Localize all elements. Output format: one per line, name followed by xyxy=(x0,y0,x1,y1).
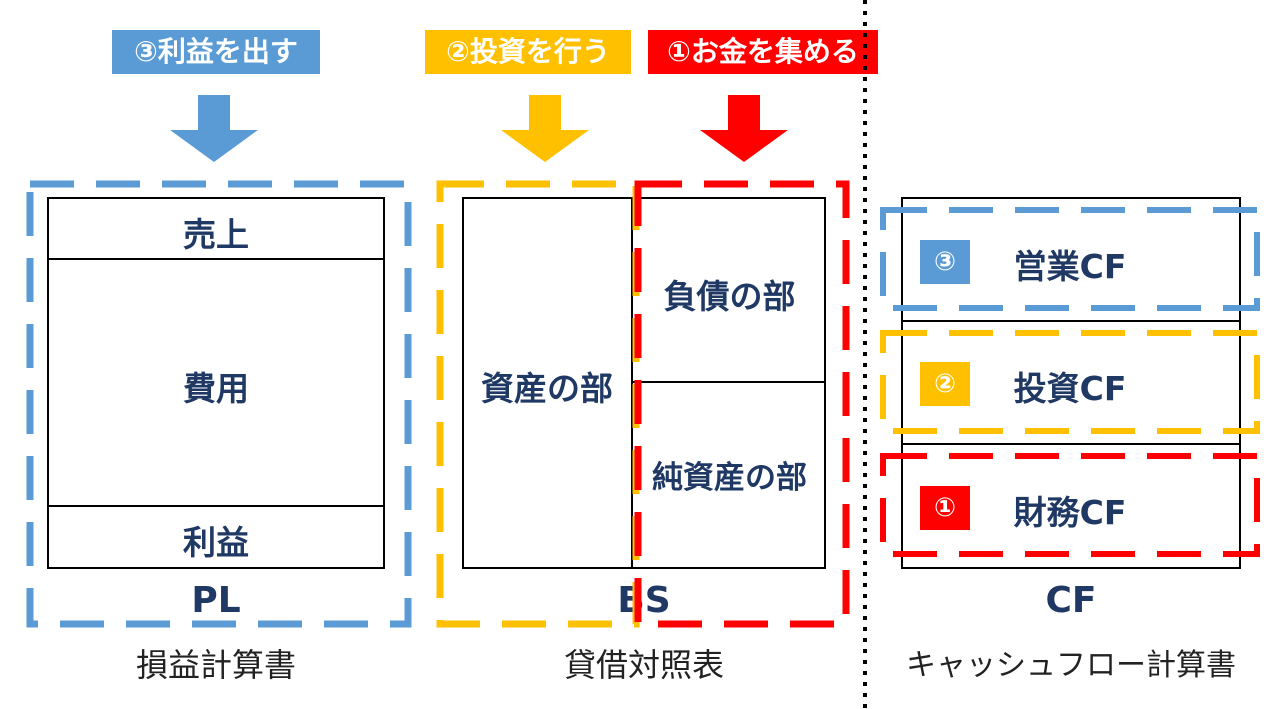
bs-invest-dashed-frame xyxy=(436,180,640,628)
cf-financing-dashed-frame xyxy=(880,453,1260,557)
invest-arrow-icon xyxy=(501,95,589,162)
bs-horizontal-divider xyxy=(631,381,826,383)
cf-code: CF xyxy=(1045,580,1097,621)
profit-arrow-icon xyxy=(170,95,258,162)
bs-liabilities-label: 負債の部 xyxy=(663,277,796,316)
cf-operating-badge: ③ xyxy=(920,240,970,284)
cf-financing-label: 財務CF xyxy=(1013,493,1127,532)
pl-divider-2 xyxy=(47,505,385,507)
raise-arrow-icon xyxy=(700,95,788,162)
pl-row-profit: 利益 xyxy=(183,523,249,562)
bs-name: 貸借対照表 xyxy=(563,646,724,684)
bs-vertical-divider xyxy=(631,197,633,569)
bs-code: BS xyxy=(617,580,671,621)
pl-row-sales: 売上 xyxy=(183,215,249,254)
pl-divider-1 xyxy=(47,258,385,260)
pl-dashed-frame xyxy=(26,180,412,628)
cf-investing-dashed-frame xyxy=(880,330,1260,434)
bs-statement-box xyxy=(462,197,826,569)
cf-investing-badge: ② xyxy=(920,362,970,406)
step-invest-tag: ②投資を行う xyxy=(425,30,631,74)
bs-assets-label: 資産の部 xyxy=(481,369,613,408)
cf-investing-label: 投資CF xyxy=(1013,369,1127,408)
pl-name: 損益計算書 xyxy=(135,646,296,684)
step-profit-tag: ③利益を出す xyxy=(112,30,320,74)
cf-operating-label: 営業CF xyxy=(1013,247,1127,286)
cf-divider-1 xyxy=(901,320,1241,322)
cf-financing-badge: ① xyxy=(920,486,970,530)
cf-divider-2 xyxy=(901,443,1241,445)
bs-equity-label: 純資産の部 xyxy=(652,460,807,496)
bs-raise-dashed-frame xyxy=(634,180,850,628)
pl-row-expenses: 費用 xyxy=(183,369,249,408)
cf-name: キャッシュフロー計算書 xyxy=(906,648,1236,683)
cf-operating-dashed-frame xyxy=(880,207,1260,311)
step-raise-tag: ①お金を集める xyxy=(648,30,878,74)
pl-code: PL xyxy=(191,580,241,621)
